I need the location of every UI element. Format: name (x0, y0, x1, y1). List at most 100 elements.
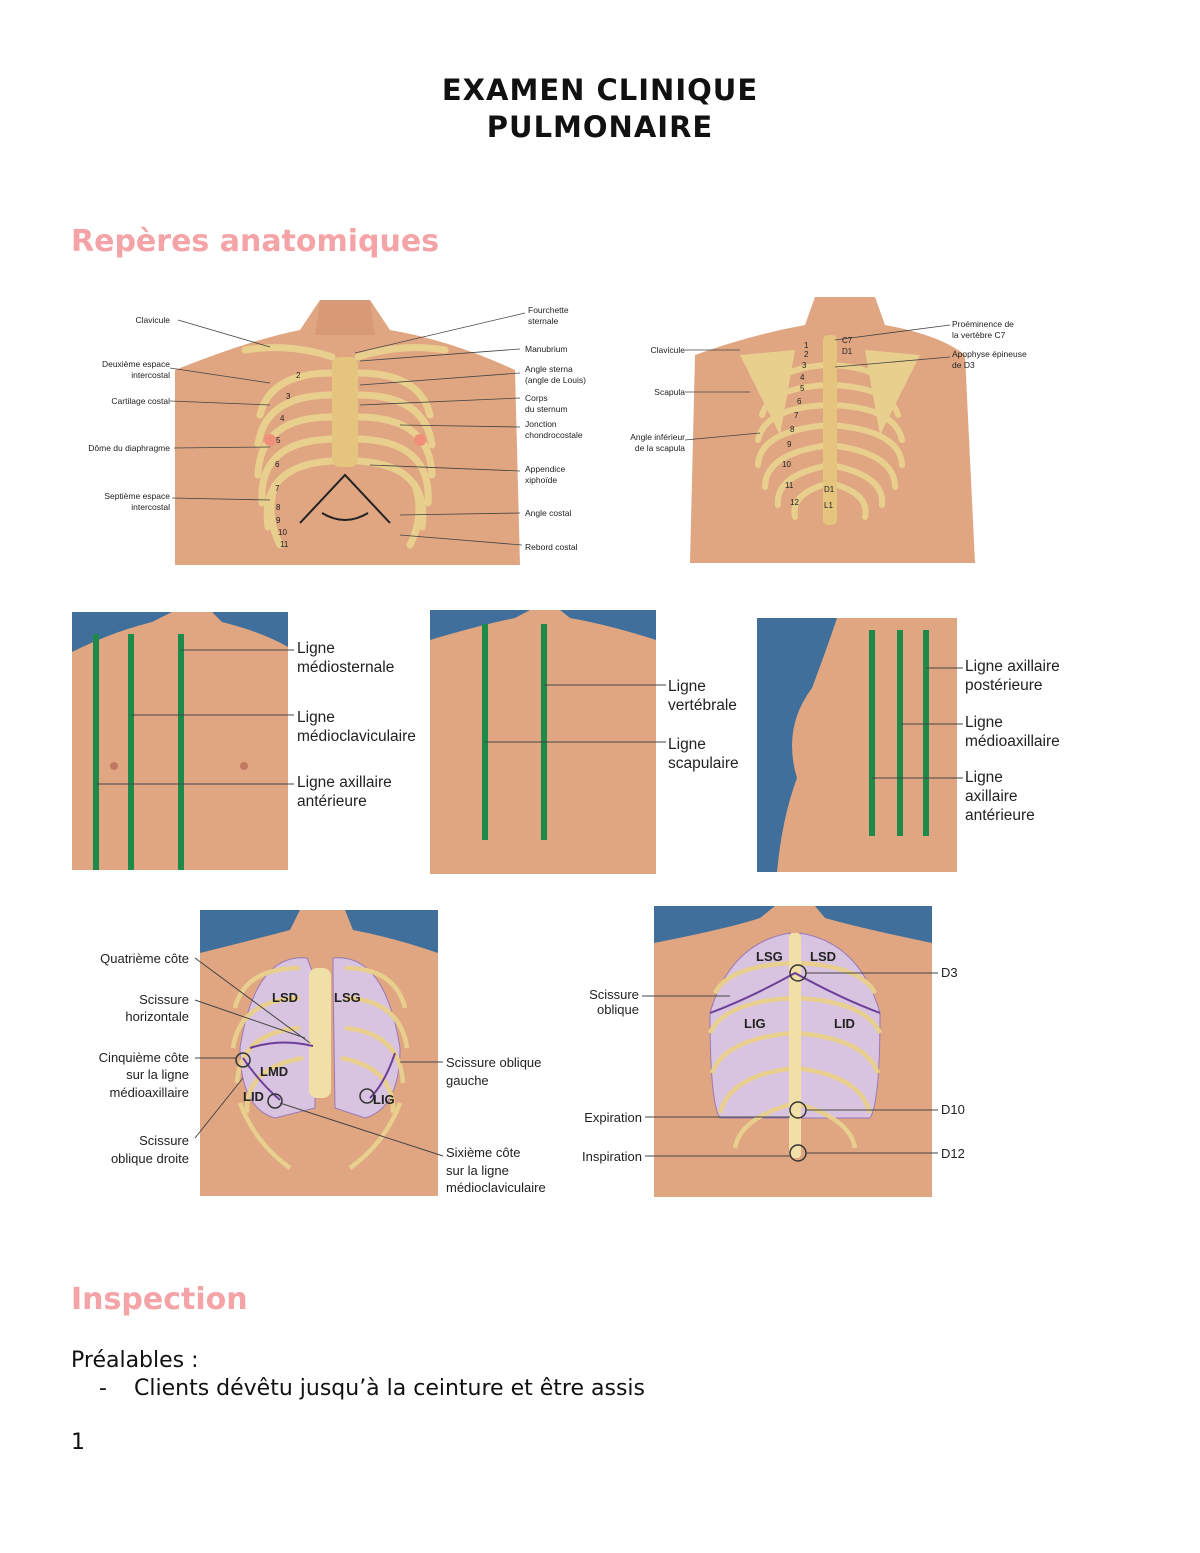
label-fourchette: Fourchette (528, 305, 569, 315)
label-scissure-1: Scissure (139, 992, 189, 1007)
lobe-label: LMD (260, 1064, 288, 1079)
bullet-marker: - (99, 1376, 107, 1401)
document-title-line1: EXAMEN CLINIQUE (441, 73, 759, 107)
label-anterieure: antérieure (297, 793, 367, 810)
rib-number: 5 (800, 384, 805, 393)
label-apophyse: Apophyse épineuse (952, 349, 1027, 359)
rib-number: 6 (797, 397, 802, 406)
label-d12: D12 (941, 1146, 965, 1161)
label-cinquieme-cote: Cinquième côte (99, 1050, 189, 1065)
label-proeminence: Proéminence de (952, 319, 1014, 329)
section-heading-reperes: Repères anatomiques (71, 224, 440, 259)
section-heading-inspection: Inspection (71, 1282, 248, 1317)
page-number: 1 (71, 1430, 85, 1455)
rib-number: 1 (804, 341, 809, 350)
back-lines-figure: Ligne vertébrale Ligne scapulaire (430, 610, 739, 874)
anterior-lobes-figure: Quatrième côte Scissure horizontale Cinq… (99, 910, 546, 1196)
label-xiphoide: xiphoïde (525, 475, 557, 485)
label-medioaxillaire-2: médioaxillaire (110, 1085, 189, 1100)
lobe-label: LID (243, 1089, 264, 1104)
spine-label: C7 (842, 336, 853, 345)
label-angle-louis: (angle de Louis) (525, 375, 586, 385)
side-lines-figure: Ligne axillaire postérieure Ligne médioa… (757, 618, 1060, 872)
label-ligne-3: Ligne (668, 678, 706, 695)
label-ligne-2: Ligne (297, 709, 335, 726)
label-ligne-axillaire: Ligne axillaire (297, 774, 392, 791)
label-scissure-oblique-gauche: Scissure oblique (446, 1055, 541, 1070)
label-septieme-espace: Septième espace (104, 491, 170, 501)
label-medioclaviculaire-2: médioclaviculaire (446, 1180, 546, 1195)
label-horizontale: horizontale (125, 1009, 189, 1024)
lobe-label: LSG (334, 990, 361, 1005)
label-scapulaire: scapulaire (668, 755, 739, 772)
label-sur-la-ligne-1: sur la ligne (126, 1067, 189, 1082)
lobe-label: LIG (373, 1092, 395, 1107)
label-angle-inferieur: Angle inférieur (630, 432, 685, 442)
posterior-lobes-figure: Scissure oblique Expiration Inspiration … (582, 906, 965, 1197)
label-corps: Corps (525, 393, 548, 403)
rib-number: 9 (276, 516, 281, 525)
label-posterieure: postérieure (965, 677, 1043, 694)
label-ligne-5: Ligne (965, 714, 1003, 731)
label-sur-la-ligne-2: sur la ligne (446, 1163, 509, 1178)
rib-number: 3 (286, 392, 291, 401)
label-intercostal-1: intercostal (131, 370, 170, 380)
rib-number: 3 (802, 361, 807, 370)
rib-number: 11 (785, 481, 794, 490)
lobe-label: LIG (744, 1016, 766, 1031)
prealables-label: Préalables : (71, 1348, 199, 1373)
label-oblique-back: oblique (597, 1002, 639, 1017)
lobe-label: LSD (272, 990, 298, 1005)
rib-number: 7 (275, 484, 280, 493)
label-dome-diaphragme: Dôme du diaphragme (88, 443, 170, 453)
label-medioclaviculaire: médioclaviculaire (297, 728, 416, 745)
label-expiration: Expiration (584, 1110, 642, 1125)
label-ligne-1: Ligne (297, 640, 335, 657)
posterior-back-figure: Clavicule Scapula Angle inférieur de la … (630, 297, 1027, 563)
rib-number: 6 (275, 460, 280, 469)
label-vertebre-c7: la vertèbre C7 (952, 330, 1006, 340)
rib-number: 11 (280, 540, 289, 549)
rib-number: 5 (276, 436, 281, 445)
label-rebord-costal: Rebord costal (525, 542, 578, 552)
label-intercostal-2: intercostal (131, 502, 170, 512)
label-chondrocostale: chondrocostale (525, 430, 583, 440)
label-d10: D10 (941, 1102, 965, 1117)
rib-number: 12 (790, 498, 799, 507)
label-clavicule: Clavicule (136, 315, 171, 325)
document-title-line2: PULMONAIRE (486, 110, 714, 144)
rib-number: 7 (794, 411, 799, 420)
label-de-la-scapula: de la scapula (635, 443, 685, 453)
label-clavicule-back: Clavicule (651, 345, 686, 355)
lobe-label: LID (834, 1016, 855, 1031)
rib-number: 9 (787, 440, 792, 449)
spine-label: L1 (824, 501, 833, 510)
label-inspiration: Inspiration (582, 1149, 642, 1164)
rib-number: 10 (278, 528, 287, 537)
rib-number: 10 (782, 460, 791, 469)
rib-number: 8 (790, 425, 795, 434)
label-appendice: Appendice (525, 464, 565, 474)
label-manubrium: Manubrium (525, 344, 568, 354)
label-angle-sterna: Angle sterna (525, 364, 573, 374)
rib-number: 2 (296, 371, 301, 380)
label-anterieure-side: antérieure (965, 807, 1035, 824)
label-oblique-droite: oblique droite (111, 1151, 189, 1166)
label-ligne-axillaire-post: Ligne axillaire (965, 658, 1060, 675)
label-deuxieme-espace: Deuxième espace (102, 359, 170, 369)
label-sixieme-cote: Sixième côte (446, 1145, 520, 1160)
bullet-item: Clients dévêtu jusqu’à la ceinture et êt… (134, 1376, 645, 1401)
front-lines-figure: Ligne médiosternale Ligne médioclavicula… (72, 612, 416, 870)
label-d3: D3 (941, 965, 958, 980)
label-scissure-2: Scissure (139, 1133, 189, 1148)
label-de-d3: de D3 (952, 360, 975, 370)
label-ligne-4: Ligne (668, 736, 706, 753)
spine-label: D1 (842, 347, 853, 356)
label-jonction: Jonction (525, 419, 557, 429)
label-mediosternale: médiosternale (297, 659, 394, 676)
label-cartilage-costal: Cartilage costal (111, 396, 170, 406)
label-quatrieme-cote: Quatrième côte (100, 951, 189, 966)
rib-number: 2 (804, 350, 809, 359)
label-sternale: sternale (528, 316, 559, 326)
rib-number: 4 (280, 414, 285, 423)
